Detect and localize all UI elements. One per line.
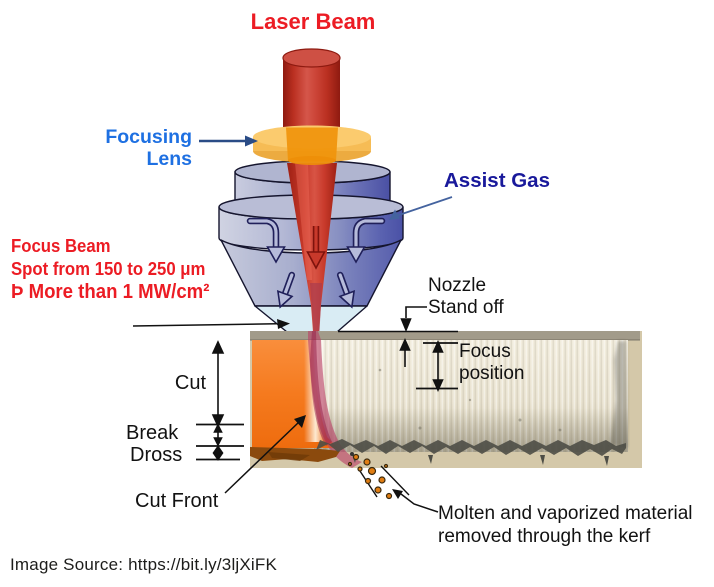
focusing-lens-label: Focusing Lens xyxy=(105,126,192,170)
cut-front-arrowhead xyxy=(294,415,306,428)
dimension-annotations xyxy=(196,306,458,461)
assist-gas-label: Assist Gas xyxy=(444,169,550,192)
assist-gas-flow-arrows xyxy=(246,217,386,309)
spray-line-right xyxy=(380,465,410,496)
cut-front-label: Cut Front xyxy=(135,490,219,512)
molten-particles xyxy=(347,453,393,500)
focus-beam-line1: Focus Beam xyxy=(11,236,111,256)
assist-gas-leader xyxy=(395,196,453,217)
kerf-beam-core xyxy=(310,331,332,446)
molten-arrowhead xyxy=(392,489,403,499)
beam-cylinder-top xyxy=(282,48,341,68)
dark-speck xyxy=(350,452,354,456)
leader-lines xyxy=(132,135,453,513)
kerf-beam-pink xyxy=(308,331,362,468)
nozzle-tip xyxy=(254,305,368,333)
dross-label: Dross xyxy=(130,444,183,466)
diagram-title: Laser Beam xyxy=(250,9,376,34)
surface-specks xyxy=(378,368,562,432)
lens-beam-band-base xyxy=(288,156,336,165)
dross-shadow xyxy=(268,452,310,461)
focus-beam-line2: Spot from 150 to 250 μm xyxy=(11,259,206,279)
beam-cone xyxy=(287,163,337,332)
nozzle-tip-arrowhead xyxy=(277,319,290,329)
beam-cone-lower-tint xyxy=(310,283,322,332)
beam-direction-arrow xyxy=(306,226,326,270)
focus-beam-note: Focus Beam Spot from 150 to 250 μm Þ Mor… xyxy=(11,235,209,304)
cut-label: Cut xyxy=(174,372,206,394)
cut-front-leader xyxy=(224,421,300,494)
focus-position-label: Focus position xyxy=(459,341,525,384)
beam-cylinder xyxy=(283,58,340,135)
image-source-note: Image Source: https://bit.ly/3ljXiFK xyxy=(10,555,278,574)
molten-leader xyxy=(400,493,439,513)
molten-material-label: Molten and vaporized material removed th… xyxy=(438,503,693,547)
focusing-lens-arrowhead xyxy=(245,135,258,147)
beam-highlight xyxy=(295,163,312,280)
spray-particles xyxy=(347,452,410,500)
focus-beam-line3: Þ More than 1 MW/cm² xyxy=(11,281,210,303)
focusing-lens-shape xyxy=(253,125,371,165)
workpiece-photo xyxy=(250,331,642,468)
plate-top-edge-line xyxy=(250,339,640,341)
lens-beam-band xyxy=(286,127,338,161)
break-label: Break xyxy=(126,422,179,444)
nozzle-tip-pointer xyxy=(132,323,278,327)
laser-beam-shape xyxy=(282,48,341,332)
plate-top-surface xyxy=(250,331,640,340)
ragged-bottom-edge xyxy=(316,439,626,456)
nozzle-standoff-label: Nozzle Stand off xyxy=(428,275,504,318)
assist-gas-arrowhead xyxy=(389,209,400,220)
right-edge-smudge xyxy=(610,341,628,448)
